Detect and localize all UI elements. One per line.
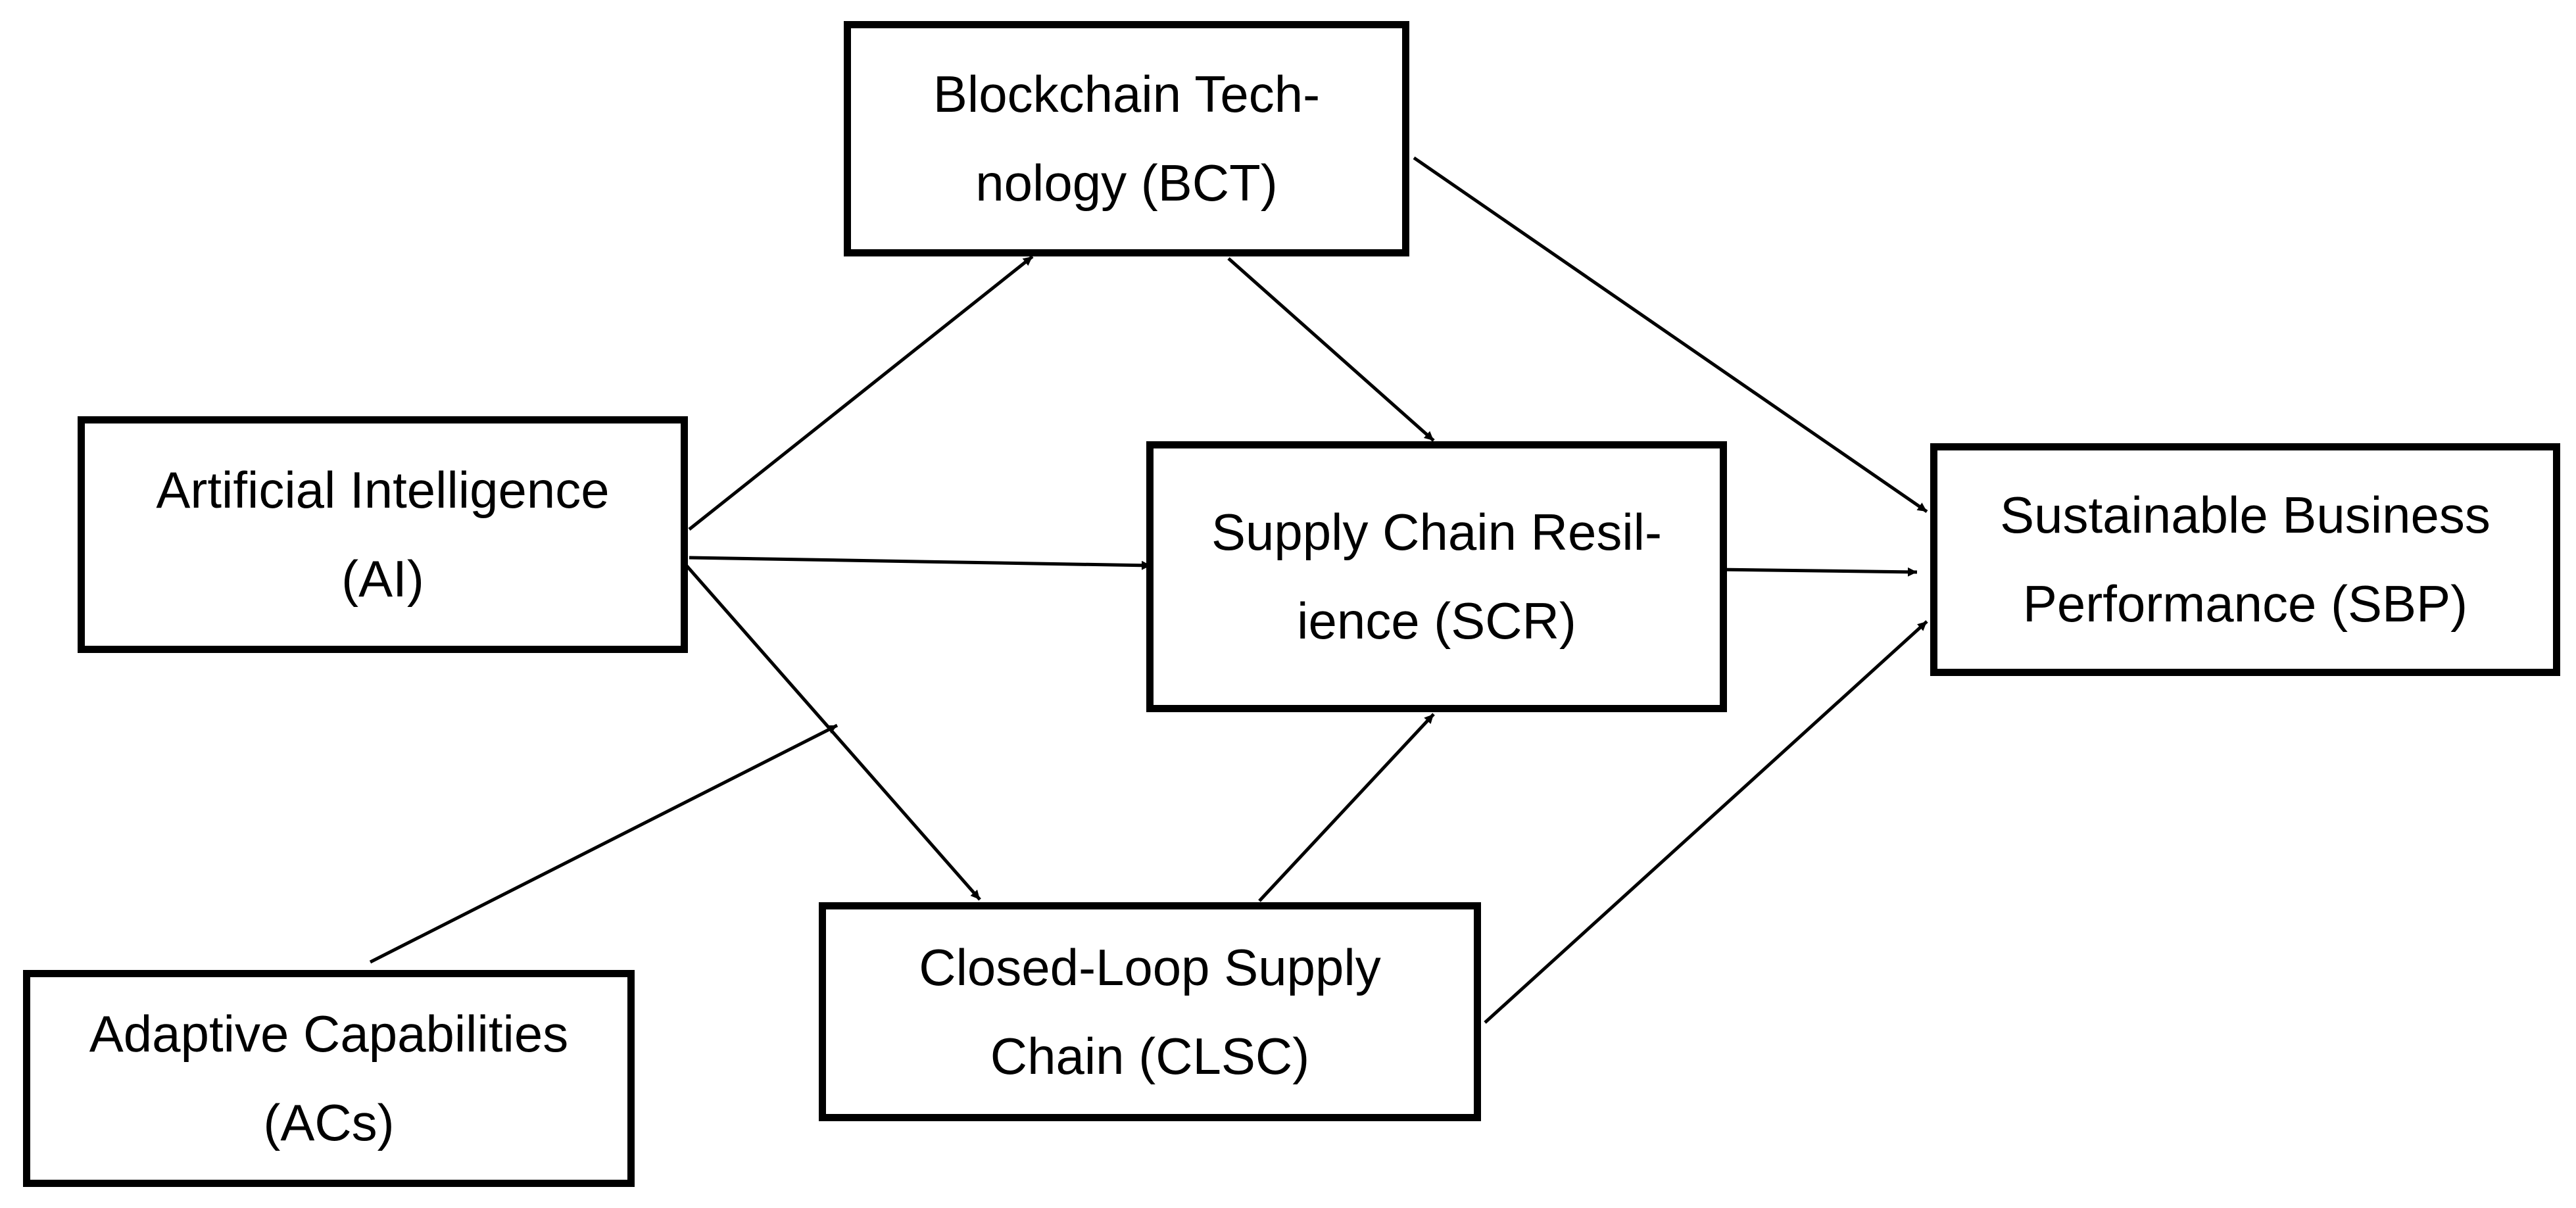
node-artificial-intelligence: Artificial Intelligence (AI)	[78, 416, 688, 653]
edge-ai-to-scr	[689, 556, 1152, 570]
edge-bct-to-scr	[1227, 257, 1435, 442]
edge-scr-to-sbp	[1716, 567, 1918, 577]
node-adaptive-capabilities: Adaptive Capabilities (ACs)	[23, 970, 635, 1187]
node-label-line: Performance (SBP)	[2022, 575, 2468, 633]
edge-clsc-to-scr	[1258, 713, 1435, 902]
node-closed-loop-supply-chain: Closed-Loop Supply Chain (CLSC)	[819, 902, 1481, 1121]
node-label-line: Artificial Intelligence	[156, 461, 610, 519]
node-label-line: (ACs)	[263, 1094, 395, 1151]
node-blockchain-technology: Blockchain Tech- nology (BCT)	[844, 21, 1409, 256]
node-label-line: Closed-Loop Supply	[919, 938, 1381, 996]
edge-ai-to-bct	[688, 255, 1034, 531]
node-label-line: (AI)	[341, 550, 424, 608]
node-supply-chain-resilience: Supply Chain Resil- ience (SCR)	[1146, 441, 1727, 712]
edge-acs-moderation	[369, 723, 838, 964]
node-label-line: nology (BCT)	[975, 154, 1278, 212]
edge-clsc-to-sbp	[1484, 620, 1928, 1024]
node-label-line: Blockchain Tech-	[933, 65, 1321, 123]
node-label-line: Chain (CLSC)	[990, 1027, 1310, 1085]
node-sustainable-business-performance: Sustainable Business Performance (SBP)	[1930, 443, 2560, 676]
edge-bct-to-sbp	[1413, 156, 1928, 514]
node-label-line: Adaptive Capabilities	[89, 1005, 569, 1063]
node-label-line: ience (SCR)	[1297, 592, 1576, 650]
node-label-line: Supply Chain Resil-	[1211, 503, 1662, 561]
node-label-line: Sustainable Business	[2000, 486, 2491, 544]
